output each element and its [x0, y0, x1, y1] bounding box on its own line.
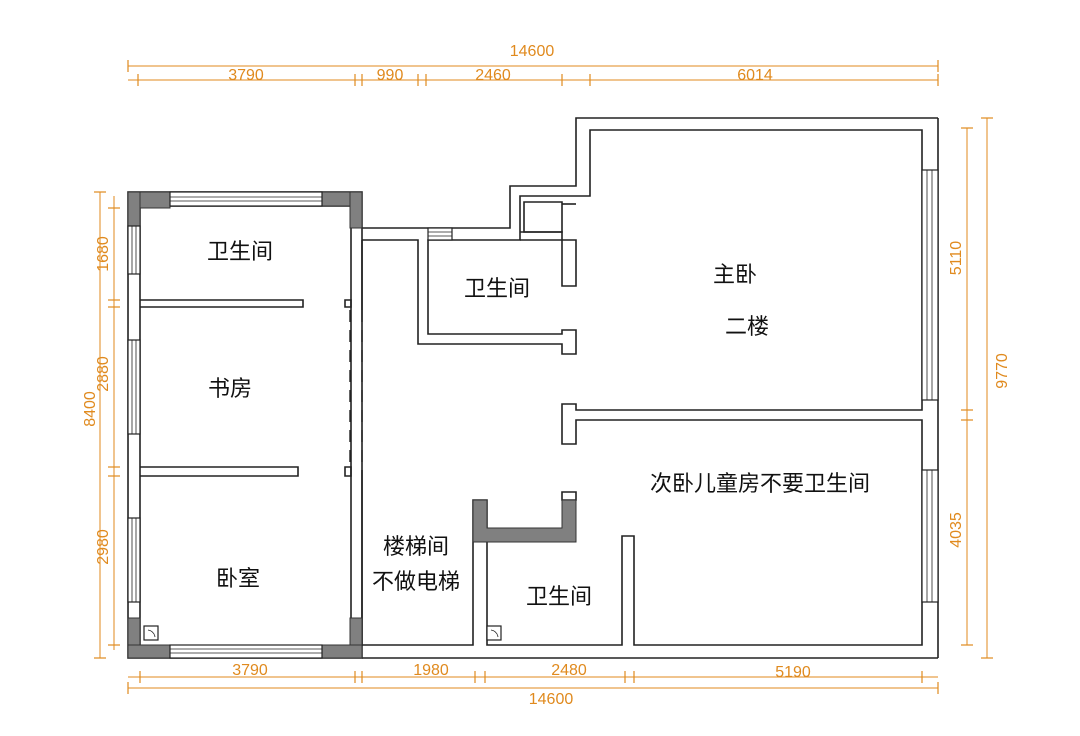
dim-top-seg-4: 6014: [737, 67, 773, 84]
fixture-bedroom-corner: [143, 625, 159, 641]
dim-left-total: 8400: [82, 391, 99, 427]
window-right-second-bedroom: [921, 469, 939, 603]
dim-right-total: 9770: [994, 353, 1011, 389]
room-label-study: 书房: [208, 377, 252, 402]
room-label-bath-mid: 卫生间: [464, 277, 530, 302]
window-bottom-left: [169, 644, 323, 659]
corridor-top-inner: [362, 129, 923, 646]
dim-left-seg-3: 2980: [95, 529, 112, 565]
window-left-bath: [127, 225, 141, 275]
dim-top-seg-3: 2460: [475, 67, 511, 84]
dim-right-seg-2: 4035: [948, 512, 965, 548]
room-label-bedroom: 卧室: [216, 567, 260, 592]
dim-top-seg-1: 3790: [228, 67, 264, 84]
room-label-master: 主卧: [713, 263, 757, 288]
window-right-master: [921, 169, 939, 401]
window-left-bedroom: [127, 517, 141, 603]
column-bottom-right-h: [321, 644, 363, 659]
left-dimensions: [94, 191, 120, 659]
vent-grille: [427, 227, 453, 241]
column-bath-bottom: [472, 499, 577, 543]
window-left-study: [127, 339, 141, 435]
fixture-bottom-bath-corner: [486, 625, 502, 641]
top-dimensions: [127, 60, 939, 86]
dim-bottom-seg-1: 3790: [232, 662, 268, 679]
dim-right-seg-1: 5110: [948, 241, 965, 276]
dim-bottom-seg-3: 2480: [551, 662, 587, 679]
column-bottom-left-h: [127, 644, 171, 659]
room-label-floor: 二楼: [725, 315, 769, 340]
bedroom-door-notch: [561, 491, 577, 501]
room-label-stair-line1: 楼梯间: [383, 535, 449, 560]
dim-top-total: 14600: [510, 43, 555, 60]
room-label-stair-line2: 不做电梯: [372, 570, 460, 595]
stair-stub-bottom: [344, 466, 352, 477]
bath-study-partition: [140, 299, 304, 308]
corridor-top-wall: [362, 117, 938, 229]
window-top-left: [169, 191, 323, 207]
room-label-bath-left: 卫生间: [207, 240, 273, 265]
dim-left-seg-2: 2880: [95, 356, 112, 392]
room-label-second-bedroom: 次卧儿童房不要卫生间: [650, 472, 870, 497]
dim-bottom-seg-2: 1980: [413, 662, 449, 679]
column-top-right-v: [349, 191, 363, 229]
bottom-dimensions: [127, 671, 939, 694]
study-bedroom-partition: [140, 466, 299, 477]
dim-bottom-total: 14600: [529, 691, 574, 708]
dim-left-seg-1: 1680: [95, 236, 112, 272]
dim-bottom-seg-4: 5190: [775, 664, 811, 681]
stair-stub-top: [344, 299, 352, 308]
step-block: [523, 201, 563, 233]
column-top-left-v: [127, 191, 141, 227]
right-dimensions: [961, 117, 993, 659]
room-label-bath-bottom: 卫生间: [526, 585, 592, 610]
dim-top-seg-2: 990: [377, 67, 404, 84]
